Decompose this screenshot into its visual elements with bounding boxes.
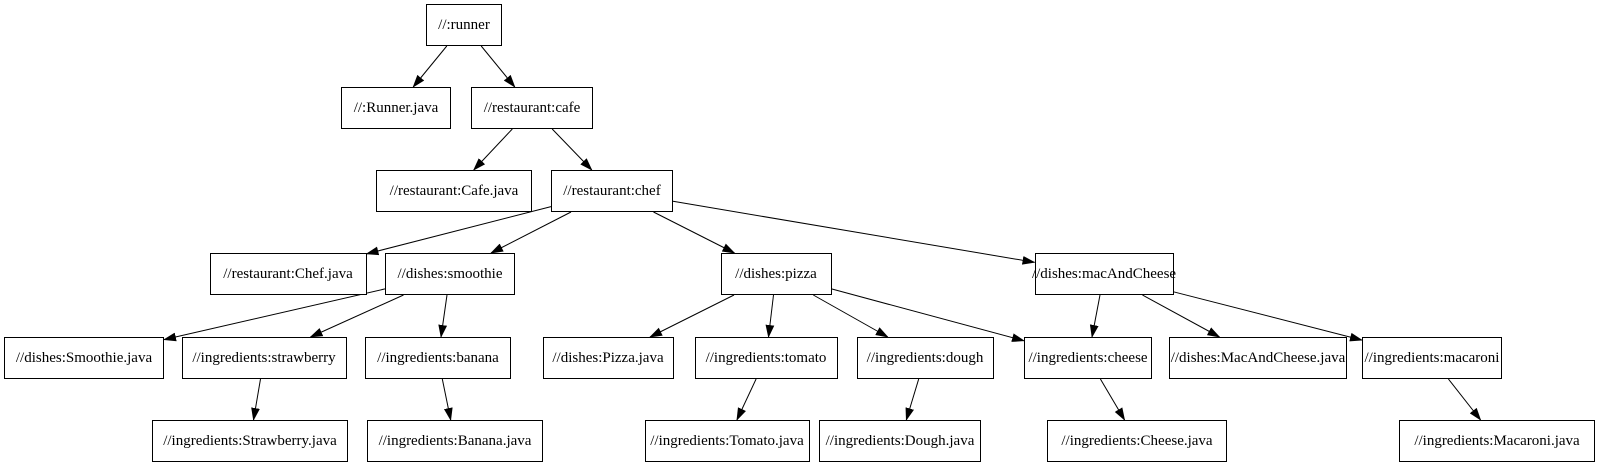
graph-node-dough_java: //ingredients:Dough.java [819,420,981,462]
graph-node-label: //restaurant:Cafe.java [389,182,519,199]
graph-node-cafe: //restaurant:cafe [471,87,593,129]
dependency-edge-pizza-to-tomato [765,294,775,338]
graph-node-label: //ingredients:Banana.java [378,432,532,449]
dependency-edge-runner-to-cafe [480,45,516,88]
graph-node-label: //ingredients:macaroni [1364,349,1500,366]
graph-node-tomato_java: //ingredients:Tomato.java [644,420,810,462]
dependency-edge-chef-to-smoothie [490,211,572,254]
graph-node-strawberry: //ingredients:strawberry [181,337,347,379]
graph-node-runner: //:runner [426,4,502,46]
dependency-edge-macaroni-to-macaroni_java [1448,378,1482,421]
dependency-edge-cheese-to-cheese_java [1099,378,1126,421]
graph-node-label: //ingredients:strawberry [192,349,336,366]
graph-node-smoothie: //dishes:smoothie [385,253,515,295]
dependency-edge-runner-to-runner_java [412,45,448,88]
dependency-edge-chef-to-macandcheese [672,200,1036,265]
graph-node-label: //ingredients:dough [866,349,984,366]
graph-node-runner_java: //:Runner.java [341,87,451,129]
graph-node-macaroni: //ingredients:macaroni [1362,337,1502,379]
graph-node-label: //dishes:Smoothie.java [15,349,153,366]
graph-node-label: //dishes:smoothie [397,265,503,282]
dependency-edge-banana-to-banana_java [441,378,453,421]
graph-node-cafe_java: //restaurant:Cafe.java [376,170,532,212]
dependency-edge-macandcheese-to-macandcheese_java [1142,294,1221,338]
dependency-edge-chef-to-chef_java [365,206,552,256]
dependency-edge-smoothie-to-banana [438,294,448,338]
dependency-edge-pizza-to-dough [813,294,889,338]
dependency-edge-cafe-to-chef [551,128,593,171]
graph-node-label: //dishes:Pizza.java [552,349,664,366]
graph-node-label: //restaurant:cafe [483,99,581,116]
dependency-edge-macandcheese-to-cheese [1089,294,1101,338]
graph-node-label: //ingredients:Dough.java [825,432,975,449]
dependency-edge-chef-to-pizza [653,211,736,254]
graph-node-tomato: //ingredients:tomato [694,337,838,379]
graph-node-label: //ingredients:tomato [705,349,827,366]
graph-node-label: //restaurant:Chef.java [223,265,353,282]
dependency-edge-macandcheese-to-macaroni [1173,291,1363,342]
graph-node-label: //ingredients:cheese [1028,349,1148,366]
graph-node-chef: //restaurant:chef [551,170,673,212]
graph-node-label: //dishes:macAndCheese [1031,265,1177,282]
graph-node-label: //dishes:MacAndCheese.java [1170,349,1346,366]
graph-node-cheese: //ingredients:cheese [1024,337,1152,379]
dependency-edge-dough-to-dough_java [905,378,920,421]
graph-node-label: //:runner [438,16,490,33]
dependency-edge-tomato-to-tomato_java [736,378,757,421]
dependency-edge-pizza-to-cheese [831,288,1025,342]
dependency-edge-smoothie-to-strawberry [309,294,404,338]
graph-node-macandcheese_java: //dishes:MacAndCheese.java [1169,337,1347,379]
dependency-edge-pizza-to-pizza_java [649,294,735,338]
dependency-edge-cafe-to-cafe_java [473,128,513,171]
graph-node-macandcheese: //dishes:macAndCheese [1031,253,1177,295]
graph-node-banana_java: //ingredients:Banana.java [367,420,543,462]
graph-node-label: //ingredients:Tomato.java [650,432,804,449]
graph-node-smoothie_java: //dishes:Smoothie.java [4,337,164,379]
graph-node-label: //ingredients:Cheese.java [1061,432,1213,449]
dependency-edge-smoothie-to-smoothie_java [163,288,386,342]
graph-node-dough: //ingredients:dough [856,337,994,379]
graph-node-pizza_java: //dishes:Pizza.java [542,337,674,379]
graph-node-label: //ingredients:Strawberry.java [163,432,337,449]
graph-node-label: //ingredients:banana [377,349,499,366]
graph-node-label: //ingredients:Macaroni.java [1414,432,1580,449]
graph-node-pizza: //dishes:pizza [720,253,832,295]
graph-node-chef_java: //restaurant:Chef.java [209,253,367,295]
graph-node-banana: //ingredients:banana [365,337,511,379]
graph-node-cheese_java: //ingredients:Cheese.java [1047,420,1227,462]
graph-node-macaroni_java: //ingredients:Macaroni.java [1399,420,1595,462]
graph-node-label: //restaurant:chef [563,182,661,199]
graph-node-label: //dishes:pizza [735,265,817,282]
graph-node-label: //:Runner.java [353,99,439,116]
graph-node-strawberry_java: //ingredients:Strawberry.java [152,420,348,462]
dependency-edge-strawberry-to-strawberry_java [251,378,261,421]
